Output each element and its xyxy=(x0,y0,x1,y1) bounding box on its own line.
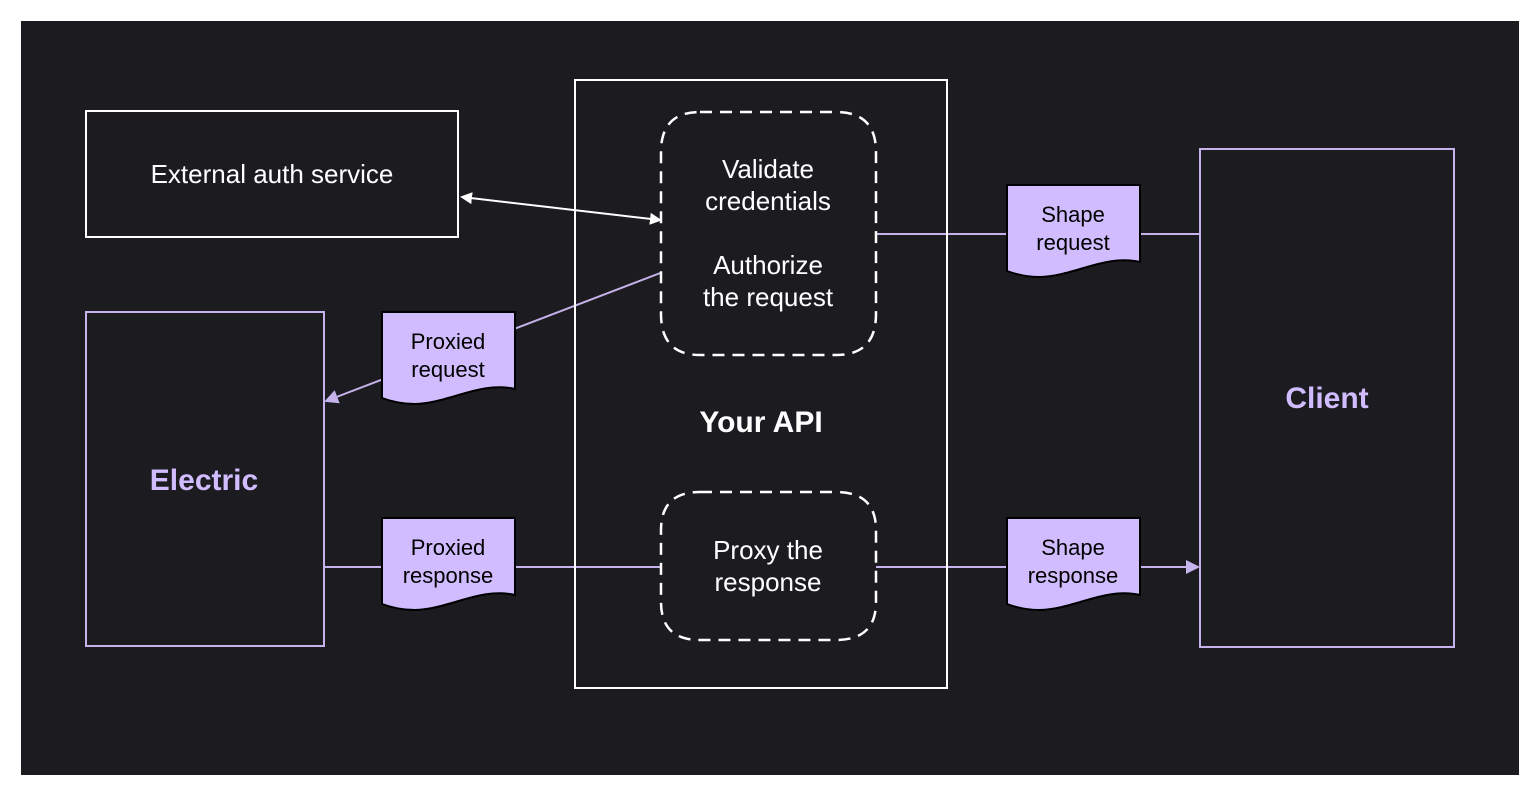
client-node: Client xyxy=(1199,148,1455,648)
electric-node: Electric xyxy=(85,311,325,647)
proxied-response-line-1: Proxied xyxy=(411,535,486,560)
proxied-request-line-2: request xyxy=(411,357,484,382)
shape-request-line-2: request xyxy=(1036,230,1109,255)
validate-line-1: Validate xyxy=(722,154,814,184)
proxied-request-note: Proxied request xyxy=(381,311,516,406)
validate-credentials-step: Validate credentials Authorize the reque… xyxy=(659,110,878,357)
proxy-line-2: response xyxy=(715,567,822,597)
shape-response-line-1: Shape xyxy=(1041,535,1105,560)
validate-line-2: credentials xyxy=(705,186,831,216)
client-label: Client xyxy=(1285,382,1368,415)
your-api-label: Your API xyxy=(699,406,822,439)
shape-response-note: Shape response xyxy=(1006,517,1141,612)
external-auth-service-label: External auth service xyxy=(151,159,394,189)
proxy-line-1: Proxy the xyxy=(713,535,823,565)
auth-validate-connector xyxy=(460,192,662,225)
proxied-response-line-2: response xyxy=(403,563,494,588)
authorize-line-1: Authorize xyxy=(713,250,823,280)
proxied-response-note: Proxied response xyxy=(381,517,516,612)
electric-label: Electric xyxy=(150,464,258,497)
proxied-request-line-1: Proxied xyxy=(411,329,486,354)
shape-request-note: Shape request xyxy=(1006,184,1141,279)
shape-response-line-2: response xyxy=(1028,563,1119,588)
your-api-node: Your API xyxy=(574,79,948,689)
shape-request-line-1: Shape xyxy=(1041,202,1105,227)
authorize-line-2: the request xyxy=(703,282,834,312)
proxy-response-step: Proxy the response xyxy=(659,490,878,642)
external-auth-service-node: External auth service xyxy=(85,110,459,238)
